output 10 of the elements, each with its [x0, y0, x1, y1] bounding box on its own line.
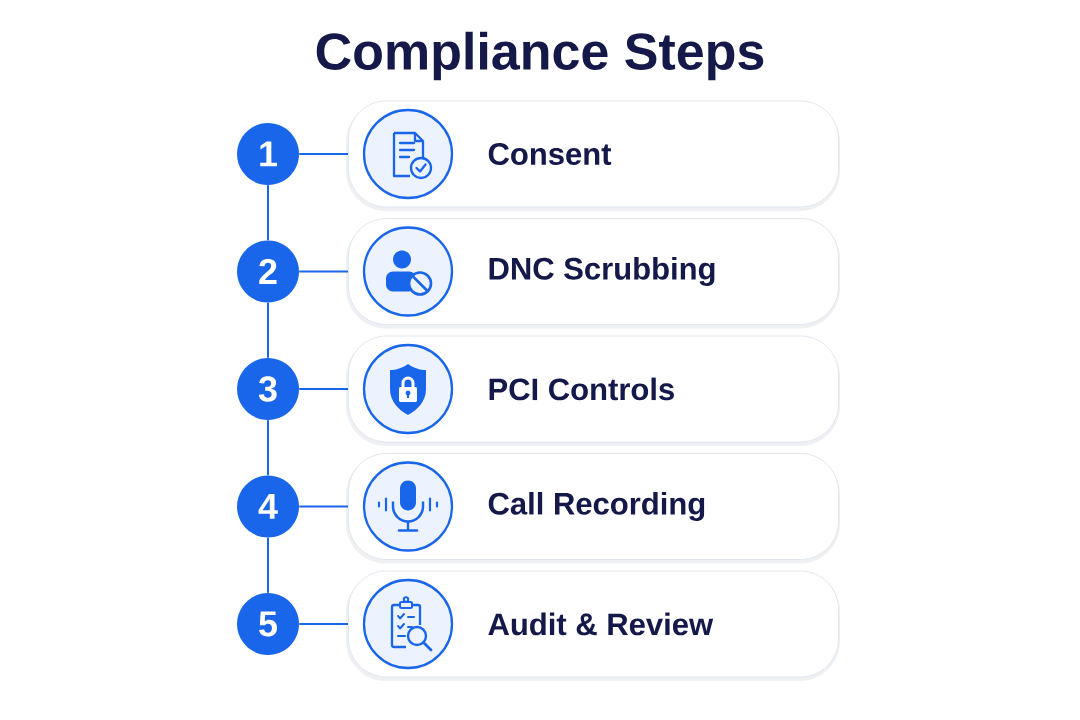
connector-line — [298, 623, 349, 625]
connector-line — [298, 270, 349, 273]
connector-line — [298, 505, 349, 508]
connector-line — [267, 184, 269, 242]
title: Compliance Steps — [316, 31, 764, 81]
connector-line — [298, 388, 349, 390]
connector-line — [267, 536, 269, 594]
connector-line — [298, 153, 349, 155]
connector-line — [267, 301, 269, 359]
connector-line — [267, 419, 269, 477]
